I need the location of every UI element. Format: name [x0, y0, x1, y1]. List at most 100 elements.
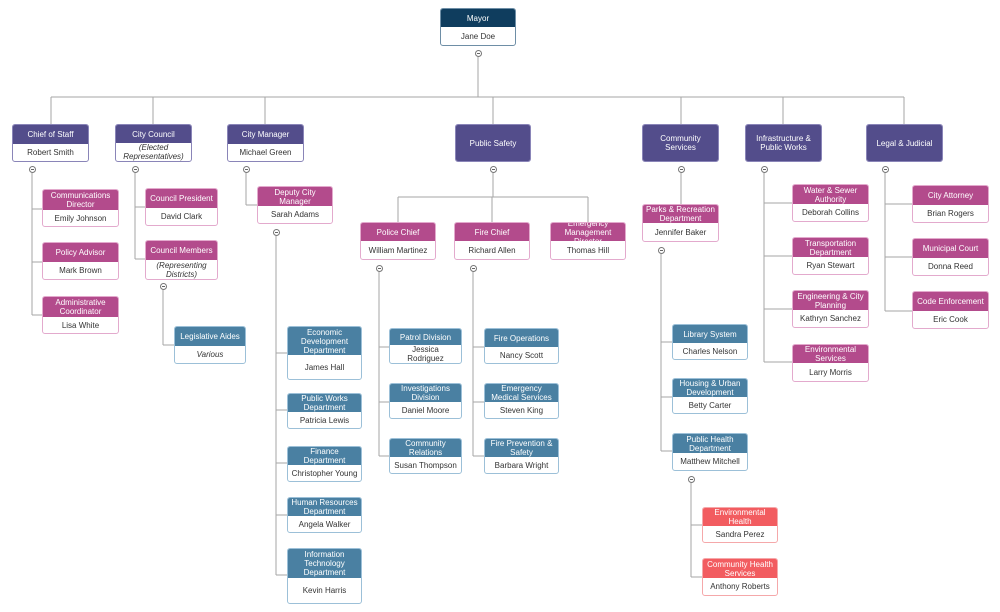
- node-person: (Elected Representatives): [123, 143, 184, 161]
- node-person: Charles Nelson: [682, 346, 738, 356]
- node-person: Susan Thompson: [394, 460, 457, 470]
- node-person: Donna Reed: [928, 262, 973, 271]
- collapse-toggle-icon-police[interactable]: [375, 264, 383, 272]
- collapse-toggle-icon-cm[interactable]: [242, 165, 250, 173]
- node-person: Thomas Hill: [566, 245, 610, 255]
- node-title: Fire Operations: [485, 329, 558, 347]
- node-person: Daniel Moore: [401, 405, 450, 415]
- org-node-cs[interactable]: Community Services: [642, 124, 719, 162]
- node-title: Patrol Division: [390, 329, 461, 345]
- node-title: Community Health Services: [703, 559, 777, 578]
- org-node-council[interactable]: City Council(Elected Representatives): [115, 124, 192, 162]
- node-title: Water & Sewer Authority: [793, 185, 868, 204]
- org-node-ps[interactable]: Public Safety: [455, 124, 531, 162]
- node-person: Michael Green: [239, 148, 292, 157]
- node-title: Parks & Recreation Department: [643, 205, 718, 223]
- node-title: Public Works Department: [288, 394, 361, 412]
- node-title: City Manager: [228, 125, 303, 144]
- node-person: Various: [196, 350, 224, 359]
- node-title: Administrative Coordinator: [43, 297, 118, 317]
- collapse-toggle-icon-cs[interactable]: [677, 165, 685, 173]
- collapse-toggle-icon-parks[interactable]: [657, 246, 665, 254]
- collapse-toggle-icon-dcm[interactable]: [272, 228, 280, 236]
- node-person: Patricia Lewis: [299, 415, 350, 425]
- org-node-legal[interactable]: Legal & Judicial: [866, 124, 943, 162]
- node-title: Environmental Services: [793, 345, 868, 363]
- node-title: Policy Advisor: [43, 243, 118, 262]
- node-title: Investigations Division: [390, 384, 461, 402]
- node-title: Chief of Staff: [13, 125, 88, 144]
- node-person: Robert Smith: [27, 148, 74, 157]
- node-title: Communications Director: [43, 190, 118, 210]
- node-person: Kevin Harris: [302, 586, 347, 595]
- node-title: Engineering & City Planning: [793, 291, 868, 310]
- node-person: Jessica Rodriguez: [407, 345, 444, 363]
- node-person: Mark Brown: [59, 266, 102, 275]
- collapse-toggle-icon-pubhealth[interactable]: [687, 475, 695, 483]
- collapse-toggle-icon-ps[interactable]: [489, 165, 497, 173]
- node-person: Emily Johnson: [54, 213, 107, 223]
- node-title: Finance Department: [288, 447, 361, 465]
- node-person: Kathryn Sanchez: [800, 314, 861, 323]
- node-title: Information Technology Department: [288, 549, 361, 578]
- node-title: Housing & Urban Development: [673, 379, 747, 397]
- org-node-ipw[interactable]: Infrastructure & Public Works: [745, 124, 822, 162]
- node-person: Christopher Young: [291, 468, 358, 478]
- node-title: Infrastructure & Public Works: [746, 125, 821, 161]
- node-person: Deborah Collins: [802, 208, 859, 217]
- node-title: Economic Development Department: [288, 327, 361, 355]
- collapse-toggle-icon-cos[interactable]: [28, 165, 36, 173]
- org-node-members[interactable]: Council Members(Representing Districts): [145, 240, 218, 280]
- node-title: Public Health Department: [673, 434, 747, 453]
- collapse-toggle-icon-ipw[interactable]: [760, 165, 768, 173]
- collapse-toggle-icon-mayor[interactable]: [474, 49, 482, 57]
- collapse-toggle-icon-fire[interactable]: [469, 264, 477, 272]
- collapse-toggle-icon-members[interactable]: [159, 282, 167, 290]
- node-title: Public Safety: [456, 125, 530, 161]
- node-title: Human Resources Department: [288, 498, 361, 516]
- node-person: Jennifer Baker: [654, 227, 707, 237]
- node-person: William Martinez: [368, 245, 428, 255]
- collapse-toggle-icon-legal[interactable]: [881, 165, 889, 173]
- collapse-toggle-icon-council[interactable]: [131, 165, 139, 173]
- node-person: Anthony Roberts: [710, 582, 770, 591]
- node-person: David Clark: [160, 212, 203, 221]
- node-person: Jane Doe: [460, 31, 496, 41]
